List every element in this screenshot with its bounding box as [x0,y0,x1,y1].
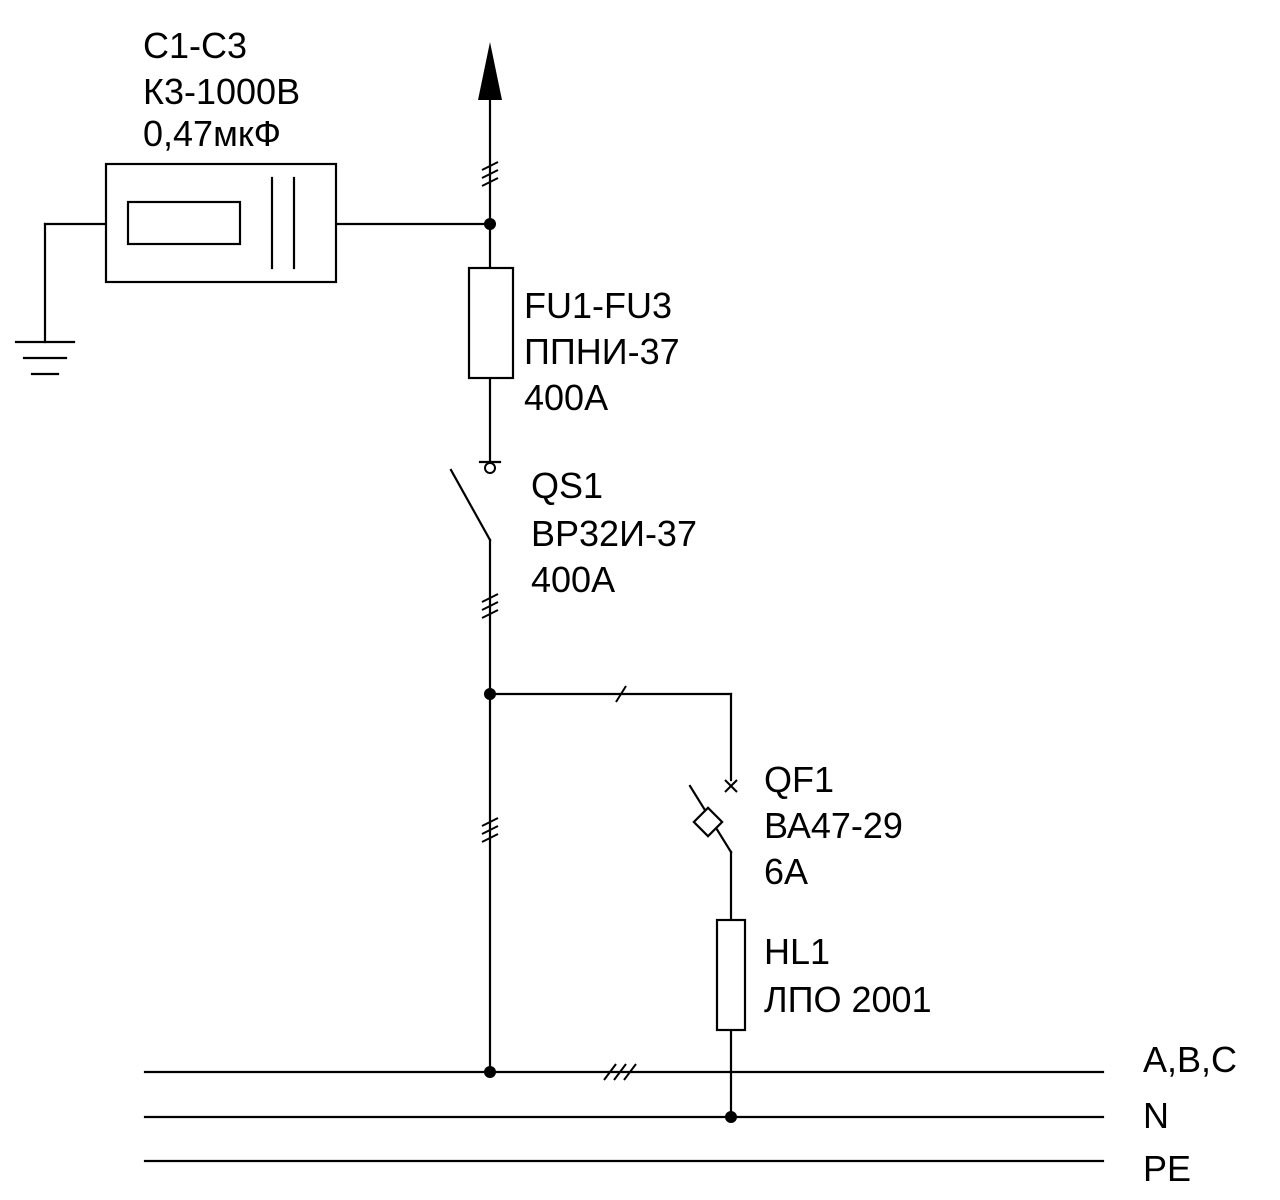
resistor-icon [126,200,242,246]
switch-rating: 400А [531,559,615,600]
breaker-rating: 6А [764,851,808,892]
three-phase-marker-low [481,817,499,843]
switch-designator: QS1 [531,465,603,506]
switch-icon [449,460,502,542]
bus-neutral-label: N [1143,1095,1169,1136]
three-phase-marker-bus [603,1063,637,1081]
capacitor-designator: С1-С3 [143,25,247,66]
lamp-branch [488,685,733,1119]
capacitor-model: К3-1000В [143,71,300,112]
ground-icon [14,340,76,376]
fuse-designator: FU1-FU3 [524,285,672,326]
breaker-model: ВА47-29 [764,805,903,846]
lamp-model: ЛПО 2001 [764,979,932,1020]
arrow-up-icon [478,42,502,100]
fuse-rating: 400А [524,377,608,418]
breaker-icon [688,779,738,854]
breaker-designator: QF1 [764,759,834,800]
three-phase-marker-top [481,161,499,187]
capacitor-rating: 0,47мкФ [143,113,281,154]
lamp-icon [715,918,747,1032]
lamp-designator: HL1 [764,931,830,972]
three-phase-marker-mid [481,593,499,619]
switch-model: ВР32И-37 [531,513,697,554]
capacitor-icon [270,176,296,270]
bus-phases-label: A,B,C [1143,1039,1237,1080]
fuse-model: ППНИ-37 [524,331,680,372]
fuse-icon [467,266,515,380]
bus-protective-earth-label: PE [1143,1148,1191,1189]
